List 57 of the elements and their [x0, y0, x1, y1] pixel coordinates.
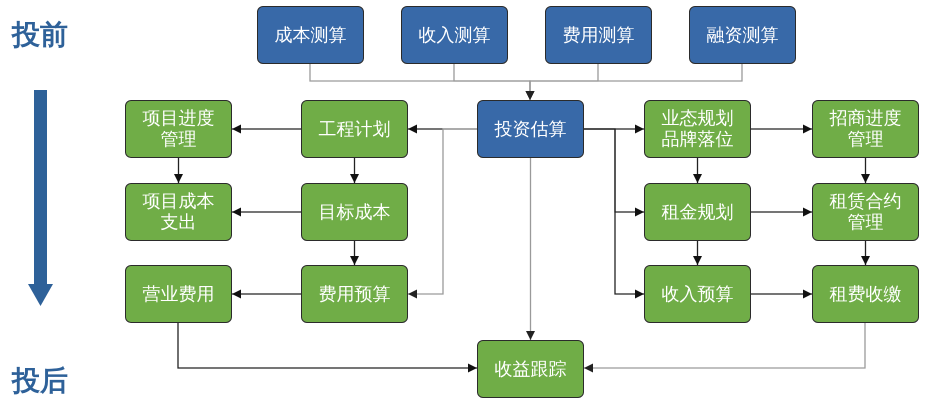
arrow	[861, 158, 870, 183]
node-label: 收益跟踪	[494, 358, 566, 380]
process-box	[689, 6, 796, 64]
arrow	[174, 158, 183, 183]
arrow	[751, 208, 812, 216]
arrow	[408, 128, 477, 298]
process-box	[125, 183, 232, 241]
process-box	[644, 183, 751, 241]
process-box	[257, 6, 364, 64]
arrow	[350, 158, 359, 183]
process-box	[812, 265, 919, 323]
arrow	[232, 124, 301, 134]
arrow	[693, 241, 702, 265]
process-box	[812, 183, 919, 241]
node-label: 目标成本	[318, 202, 390, 222]
node-label: 项目成本支出	[142, 191, 216, 233]
node-label: 融资测算	[706, 24, 778, 46]
arrow	[526, 158, 535, 340]
process-box	[545, 6, 652, 64]
process-box	[301, 265, 408, 323]
arrow	[584, 323, 866, 372]
node-label: 成本测算	[274, 24, 346, 46]
node-label: 费用测算	[562, 24, 634, 46]
stage-label: 投前	[12, 18, 68, 52]
arrow	[584, 128, 644, 298]
node-label: 投资估算	[494, 118, 566, 140]
node-label: 收入测算	[418, 24, 490, 46]
node-label: 项目进度管理	[142, 108, 216, 150]
arrow	[861, 241, 870, 265]
arrow	[526, 64, 743, 100]
node-label: 租赁合约管理	[828, 191, 902, 233]
process-box	[644, 100, 751, 158]
process-box	[644, 265, 751, 323]
arrow	[232, 208, 301, 216]
node-label: 费用预算	[318, 284, 390, 304]
arrow	[232, 290, 301, 298]
process-box	[301, 183, 408, 241]
node-label: 营业费用	[142, 284, 214, 304]
arrow	[177, 323, 477, 372]
node-label: 业态规划品牌落位	[660, 108, 734, 150]
arrow	[751, 290, 812, 298]
process-box	[125, 265, 232, 323]
process-box	[477, 340, 584, 398]
node-label: 租费收缴	[830, 284, 902, 304]
process-box	[477, 100, 584, 158]
process-box	[301, 100, 408, 158]
arrow	[693, 158, 702, 183]
arrow	[751, 124, 812, 134]
process-box	[125, 100, 232, 158]
process-box	[401, 6, 508, 64]
stage-label: 投后	[12, 364, 68, 398]
node-label: 招商进度管理	[828, 108, 902, 150]
node-label: 收入预算	[662, 284, 734, 304]
process-box	[812, 100, 919, 158]
node-label: 租金规划	[662, 202, 734, 222]
node-label: 工程计划	[318, 118, 390, 140]
arrow	[350, 241, 359, 265]
